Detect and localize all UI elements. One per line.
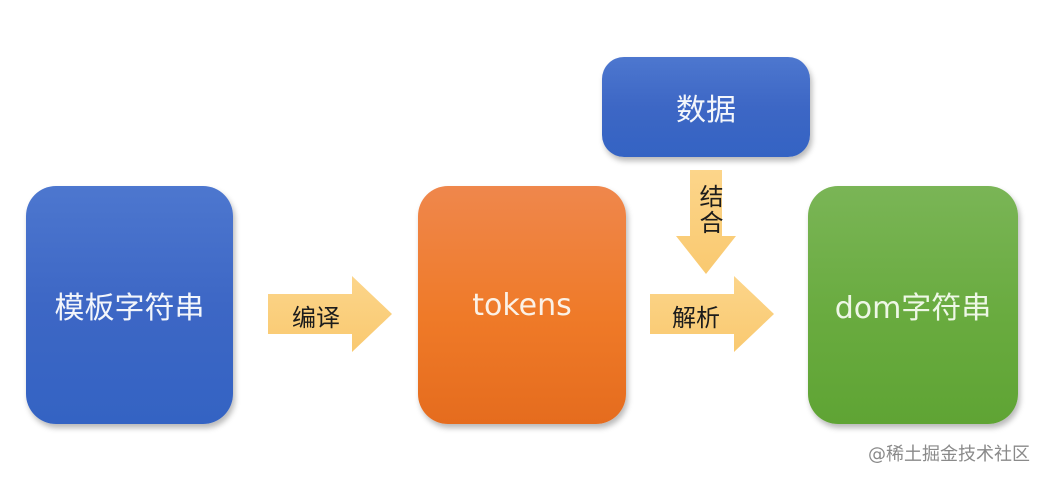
right-arrow-icon (650, 276, 774, 352)
node-template-string: 模板字符串 (26, 186, 233, 424)
node-tokens-label: tokens (472, 287, 572, 323)
combine-label: 结合 (695, 184, 723, 236)
node-data-label: 数据 (676, 93, 736, 128)
compile-label: 编译 (292, 304, 340, 332)
node-data: 数据 (602, 57, 810, 157)
down-arrow-icon (676, 170, 736, 274)
combine-arrow: 结合 (676, 170, 736, 274)
parse-label: 解析 (672, 304, 720, 332)
node-template-string-label: 模板字符串 (54, 291, 205, 326)
node-dom-string-label: dom字符串 (834, 291, 992, 326)
compile-arrow: 编译 (268, 276, 392, 352)
parse-arrow: 解析 (650, 276, 774, 352)
watermark: @稀土掘金技术社区 (868, 444, 1030, 465)
node-dom-string: dom字符串 (808, 186, 1018, 424)
node-tokens: tokens (418, 186, 626, 424)
right-arrow-icon (268, 276, 392, 352)
